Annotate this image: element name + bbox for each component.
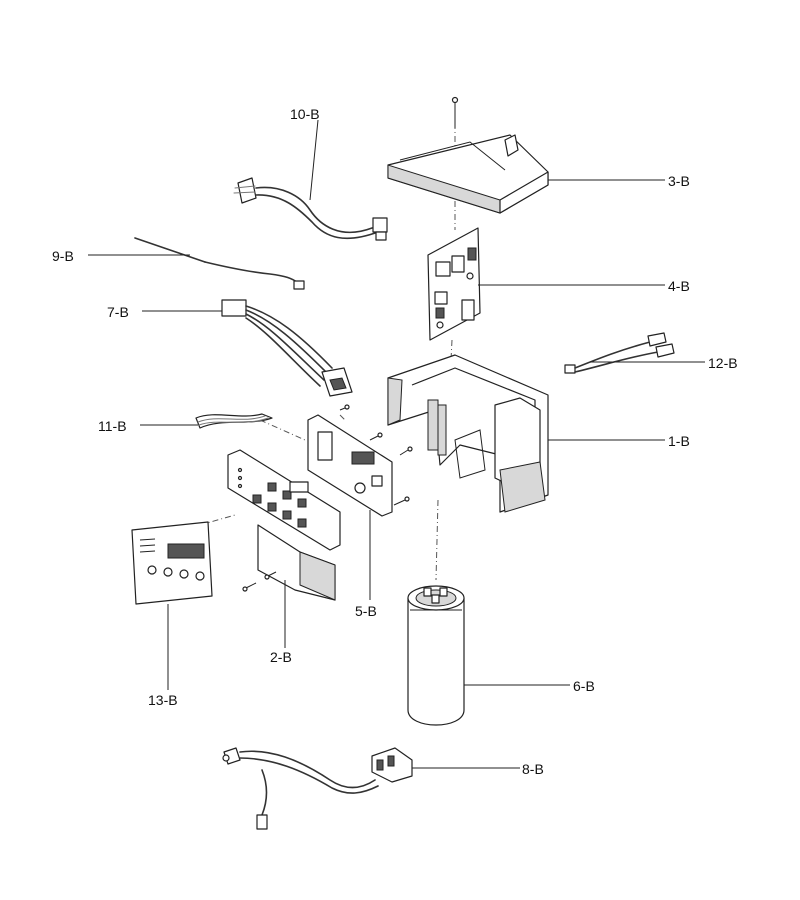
part-wire-lead-9 xyxy=(134,237,305,290)
button-grid xyxy=(237,467,309,528)
label-12-b: 12-B xyxy=(708,355,738,371)
label-5-b: 5-B xyxy=(355,603,377,619)
label-4-b: 4-B xyxy=(668,278,690,294)
leader-lines xyxy=(88,119,705,769)
part-display-board xyxy=(307,404,413,517)
part-labels: 10-B 3-B 9-B 4-B 7-B 12-B 11-B 1-B 5-B 2… xyxy=(52,106,738,777)
label-9-b: 9-B xyxy=(52,248,74,264)
part-top-cover xyxy=(387,96,549,214)
part-control-board xyxy=(427,227,481,341)
label-11-b: 11-B xyxy=(98,418,127,434)
label-1-b: 1-B xyxy=(668,433,690,449)
label-13-b: 13-B xyxy=(148,692,178,708)
label-3-b: 3-B xyxy=(668,173,690,189)
part-capacitor xyxy=(407,585,465,726)
label-7-b: 7-B xyxy=(107,304,129,320)
part-main-housing xyxy=(387,354,549,513)
part-control-housing xyxy=(227,449,341,601)
label-10-b: 10-B xyxy=(290,106,320,122)
label-8-b: 8-B xyxy=(522,761,544,777)
part-wire-harness-7 xyxy=(221,299,353,397)
part-front-panel xyxy=(131,521,213,605)
part-ribbon-cable-11 xyxy=(195,413,273,429)
label-6-b: 6-B xyxy=(573,678,595,694)
part-power-harness xyxy=(222,747,413,830)
label-2-b: 2-B xyxy=(270,649,292,665)
part-wire-harness-10 xyxy=(233,177,388,241)
part-wire-lead-12 xyxy=(564,332,675,374)
